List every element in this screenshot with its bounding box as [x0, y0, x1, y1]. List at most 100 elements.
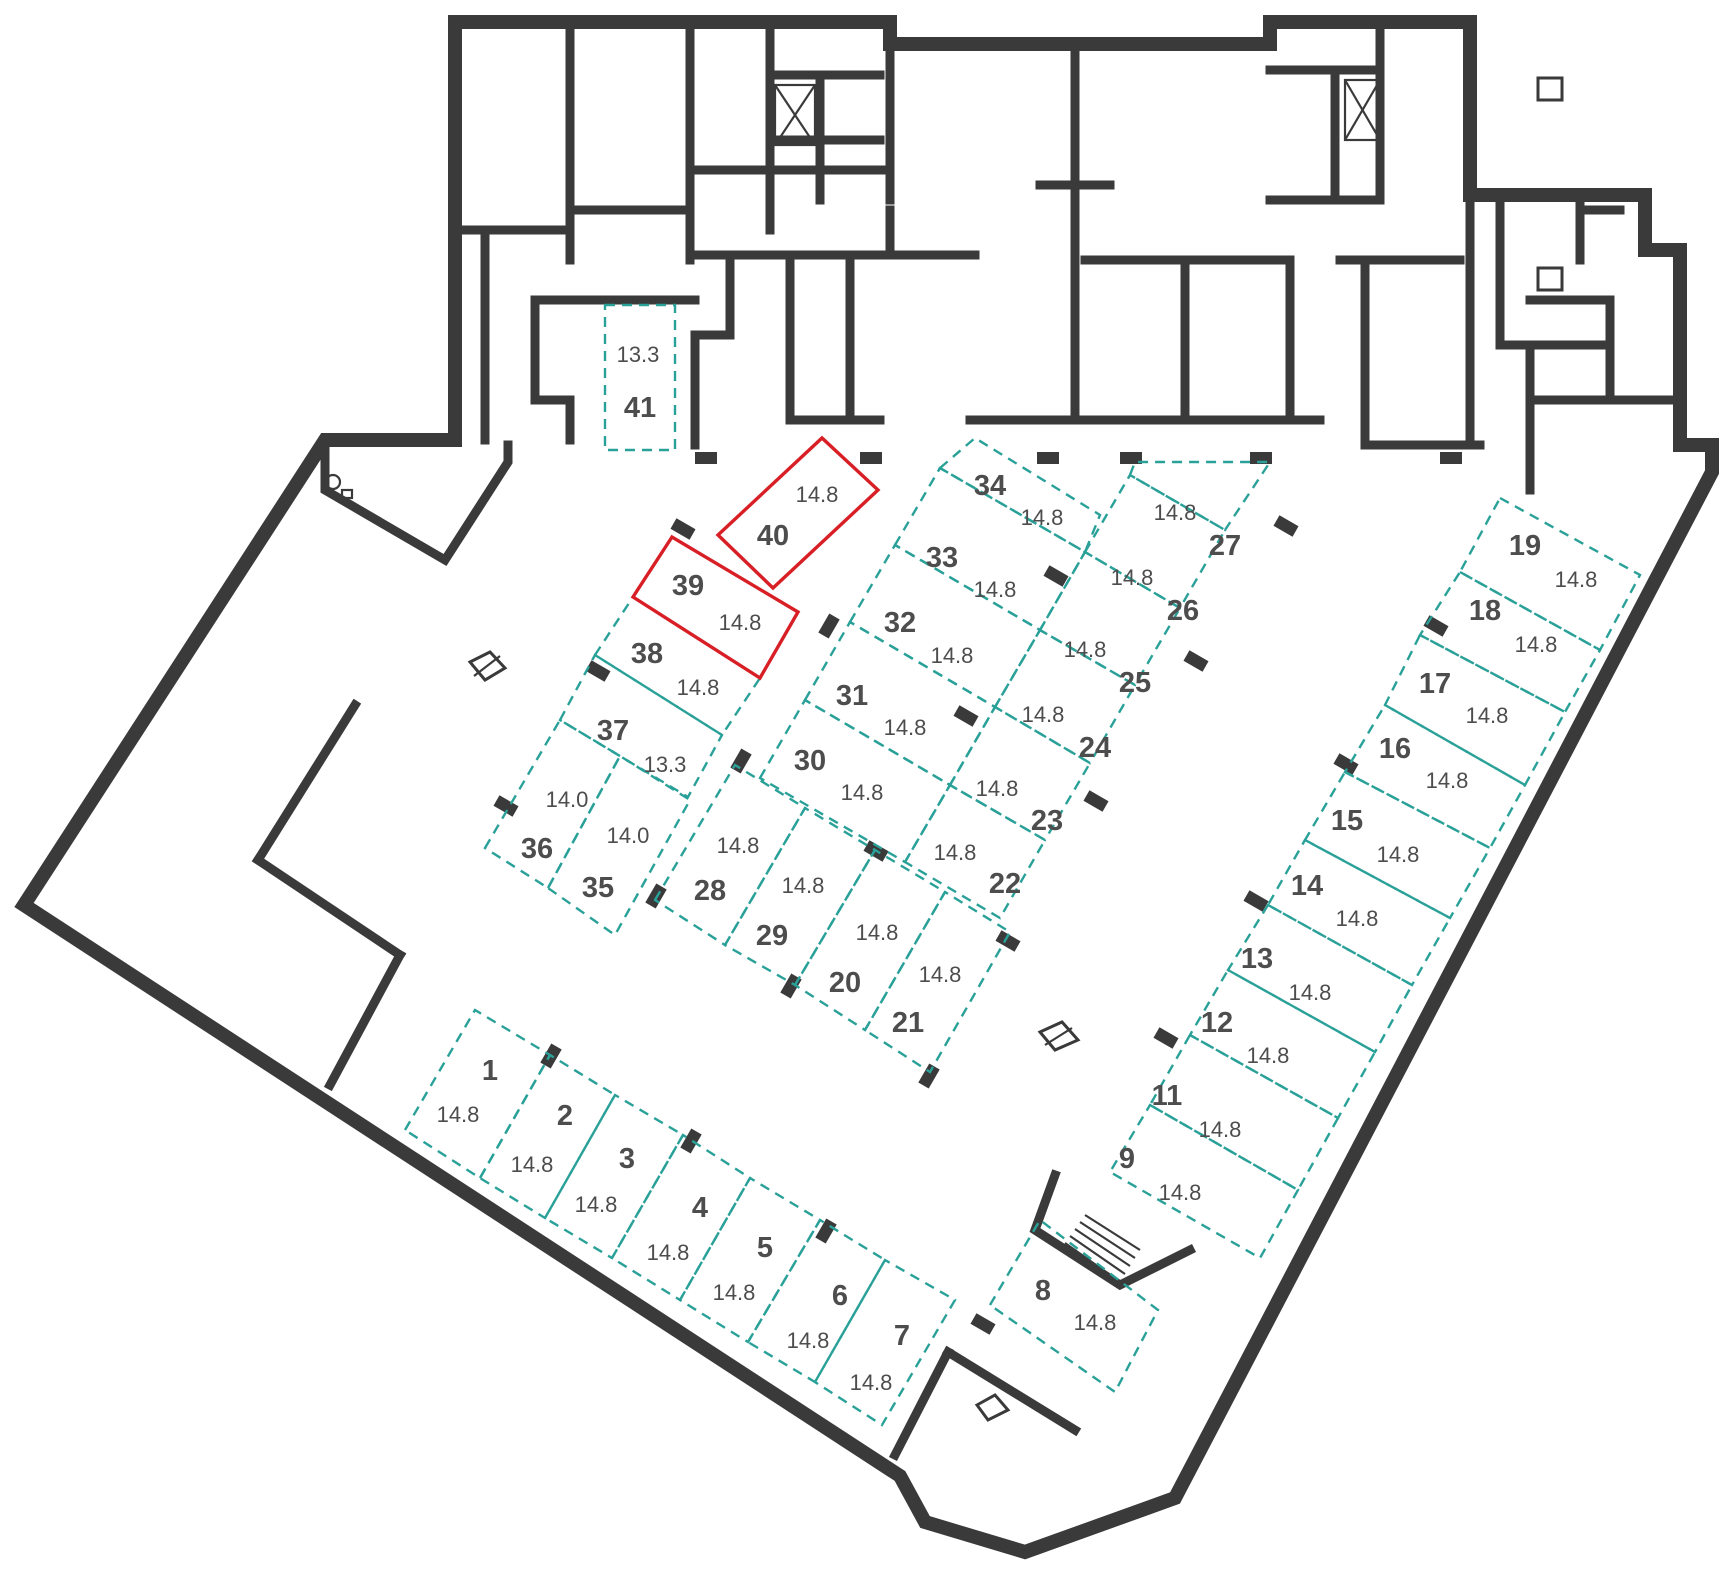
- spot-9-number: 9: [1119, 1143, 1135, 1175]
- parking-spot-6[interactable]: [746, 1218, 887, 1384]
- parking-spot-35[interactable]: [546, 754, 692, 937]
- spot-8-area: 14.8: [1074, 1310, 1117, 1335]
- ventilation-shaft-icon: [1037, 1020, 1081, 1052]
- spot-18-number: 18: [1469, 595, 1501, 627]
- parking-spot-17[interactable]: [1383, 633, 1567, 787]
- parking-spot-19[interactable]: [1458, 496, 1642, 652]
- parking-spot-24[interactable]: [993, 628, 1137, 765]
- parking-spot-25[interactable]: [1038, 550, 1182, 687]
- parking-spot-22[interactable]: [903, 783, 1047, 920]
- spot-24-area: 14.8: [1022, 702, 1065, 727]
- parking-spot-7[interactable]: [813, 1258, 957, 1427]
- parking-spot-36[interactable]: [483, 718, 622, 890]
- spot-16-area: 14.8: [1426, 768, 1469, 793]
- spot-39-number: 39: [672, 570, 704, 602]
- parking-spot-27[interactable]: [1128, 460, 1273, 532]
- spot-38-number: 38: [631, 638, 663, 670]
- spot-3-number: 3: [619, 1143, 635, 1175]
- parking-spot-9[interactable]: [1108, 1103, 1300, 1260]
- spot-14-area: 14.8: [1336, 906, 1379, 931]
- spot-34-number: 34: [974, 470, 1006, 502]
- spot-25-area: 14.8: [1064, 637, 1107, 662]
- spot-26-number: 26: [1167, 595, 1199, 627]
- spot-7-number: 7: [894, 1320, 910, 1352]
- parking-spot-13[interactable]: [1226, 903, 1414, 1054]
- parking-spot-29[interactable]: [723, 806, 877, 987]
- parking-spot-33[interactable]: [893, 466, 1087, 632]
- spot-40-number: 40: [757, 520, 789, 552]
- spot-6-number: 6: [832, 1280, 848, 1312]
- parking-spot-14[interactable]: [1266, 838, 1452, 987]
- spot-2-number: 2: [557, 1100, 573, 1132]
- parking-spot-outlines: [403, 303, 1642, 1427]
- parking-spot-40[interactable]: [715, 435, 881, 591]
- spot-13-number: 13: [1241, 943, 1273, 975]
- parking-spot-37[interactable]: [558, 653, 724, 799]
- spot-23-number: 23: [1031, 805, 1063, 837]
- spot-41-number: 41: [624, 392, 656, 424]
- ventilation-shaft-icon: [974, 1393, 1011, 1422]
- spot-27-area: 14.8: [1154, 500, 1197, 525]
- spot-37-number: 37: [597, 715, 629, 747]
- spot-26-area: 14.8: [1111, 565, 1154, 590]
- spot-20-area: 14.8: [856, 920, 899, 945]
- spot-36-area: 14.0: [546, 787, 589, 812]
- parking-spot-21[interactable]: [863, 890, 1012, 1074]
- spot-12-number: 12: [1201, 1007, 1233, 1039]
- spot-6-area: 14.8: [787, 1328, 830, 1353]
- spot-4-number: 4: [692, 1192, 708, 1224]
- spot-14-number: 14: [1291, 870, 1323, 902]
- spot-19-area: 14.8: [1555, 567, 1598, 592]
- spot-21-area: 14.8: [919, 962, 962, 987]
- spot-31-number: 31: [836, 680, 868, 712]
- parking-spot-8[interactable]: [988, 1218, 1160, 1394]
- spot-30-area: 14.8: [841, 780, 884, 805]
- spot-36-number: 36: [521, 833, 553, 865]
- spot-30-number: 30: [794, 745, 826, 777]
- spot-15-area: 14.8: [1377, 842, 1420, 867]
- spot-35-area: 14.0: [607, 823, 650, 848]
- parking-spot-15[interactable]: [1303, 770, 1492, 920]
- spot-34-area: 14.8: [1021, 505, 1064, 530]
- parking-spot-34[interactable]: [937, 436, 1102, 554]
- spot-15-number: 15: [1331, 805, 1363, 837]
- parking-spot-labels: 1 14.8 2 14.8 3 14.8 4 14.8 5 14.8 6 14.…: [437, 342, 1598, 1395]
- spot-4-area: 14.8: [647, 1240, 690, 1265]
- staircase-icon: [1064, 1214, 1141, 1283]
- spot-41-area: 13.3: [617, 342, 660, 367]
- parking-spot-41[interactable]: [603, 303, 677, 452]
- spot-18-area: 14.8: [1515, 632, 1558, 657]
- spot-7-area: 14.8: [850, 1370, 893, 1395]
- parking-spot-12[interactable]: [1188, 968, 1377, 1120]
- spot-13-area: 14.8: [1289, 980, 1332, 1005]
- spot-33-number: 33: [926, 542, 958, 574]
- parking-spot-23[interactable]: [948, 705, 1092, 842]
- parking-spot-3[interactable]: [543, 1093, 685, 1260]
- parking-spot-26[interactable]: [1083, 473, 1227, 610]
- ventilation-shaft-icon: [1536, 76, 1564, 102]
- spot-37-area: 13.3: [644, 752, 687, 777]
- parking-spot-2[interactable]: [478, 1053, 617, 1220]
- spot-29-area: 14.8: [782, 873, 825, 898]
- interior-walls: [251, 17, 1685, 1462]
- spot-35-number: 35: [582, 872, 614, 904]
- spot-38-area: 14.8: [677, 675, 720, 700]
- spot-40-area: 14.8: [796, 482, 839, 507]
- parking-spot-39[interactable]: [630, 534, 801, 681]
- spot-21-number: 21: [892, 1007, 924, 1039]
- spot-17-number: 17: [1419, 668, 1451, 700]
- spot-2-area: 14.8: [511, 1152, 554, 1177]
- spot-29-number: 29: [756, 920, 788, 952]
- spot-5-number: 5: [757, 1232, 773, 1264]
- spot-11-number: 11: [1152, 1080, 1183, 1112]
- spot-20-number: 20: [829, 967, 861, 999]
- spot-22-number: 22: [989, 868, 1021, 900]
- parking-spot-11[interactable]: [1148, 1033, 1340, 1192]
- spot-28-area: 14.8: [717, 833, 760, 858]
- spot-22-area: 14.8: [934, 840, 977, 865]
- parking-spot-16[interactable]: [1343, 703, 1527, 850]
- spot-32-number: 32: [884, 607, 916, 639]
- spot-31-area: 14.8: [884, 715, 927, 740]
- spot-8-number: 8: [1035, 1275, 1051, 1307]
